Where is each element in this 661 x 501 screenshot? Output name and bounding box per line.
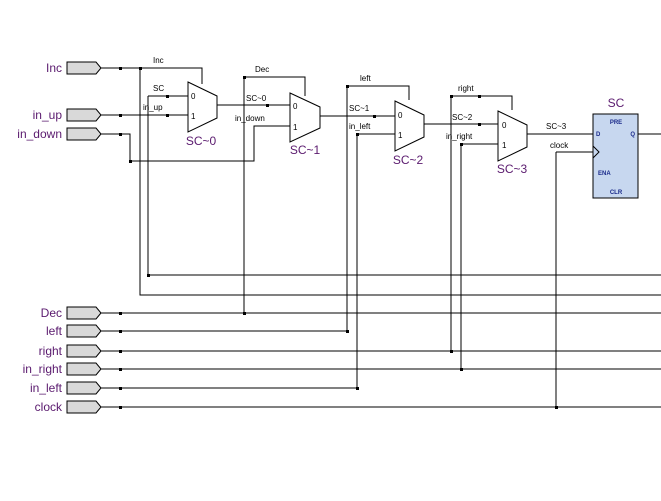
- mux-sc1-input-0: 0: [293, 102, 298, 111]
- mux-sc0-label: SC~0: [186, 134, 217, 148]
- mux-sc0-input-0: 0: [191, 92, 196, 101]
- net-label-sc2: SC~2: [452, 113, 473, 122]
- mux-sc0-input-1: 1: [191, 112, 196, 121]
- input-pin-clock[interactable]: clock: [35, 400, 102, 414]
- net-label-right: right: [458, 84, 474, 93]
- mux-sc2-input-1: 1: [398, 131, 403, 140]
- input-pin-dec[interactable]: Dec: [41, 306, 102, 320]
- register-port-pre: PRE: [610, 120, 622, 126]
- register-port-d: D: [596, 132, 601, 138]
- pin-label-in-right: in_right: [23, 362, 63, 376]
- input-pin-in-right[interactable]: in_right: [23, 362, 102, 376]
- pin-label-in-left: in_left: [30, 381, 63, 395]
- mux-sc1-input-1: 1: [293, 123, 298, 132]
- mux-sc2[interactable]: 0 1 SC~2: [393, 100, 425, 167]
- mux-sc0[interactable]: 0 1 SC~0: [186, 81, 218, 148]
- net-label-sc1: SC~1: [349, 104, 370, 113]
- pin-label-right: right: [39, 344, 63, 358]
- net-label-inc: Inc: [153, 56, 164, 65]
- mux-sc3-label: SC~3: [497, 162, 528, 176]
- input-pin-in-up[interactable]: in_up: [33, 108, 102, 122]
- net-label-clock: clock: [550, 141, 569, 150]
- net-labels: Inc SC in_up Dec SC~0 in_down left SC~1 …: [143, 56, 569, 150]
- net-label-dec: Dec: [255, 65, 269, 74]
- register-clock-triangle: [592, 145, 600, 159]
- net-label-in-left: in_left: [349, 122, 371, 131]
- pin-label-in-up: in_up: [33, 108, 63, 122]
- register-sc-label: SC: [608, 96, 625, 110]
- net-label-in-up: in_up: [143, 103, 163, 112]
- input-pin-in-left[interactable]: in_left: [30, 381, 102, 395]
- input-pin-right[interactable]: right: [39, 344, 102, 358]
- net-label-sc3: SC~3: [546, 122, 567, 131]
- mux-sc1-label: SC~1: [290, 143, 321, 157]
- junctions: [119, 67, 558, 409]
- net-label-left: left: [360, 74, 371, 83]
- register-sc[interactable]: SC PRE D Q ENA CLR: [592, 96, 639, 199]
- register-port-q: Q: [630, 132, 635, 138]
- net-label-in-right: in_right: [446, 132, 473, 141]
- pin-label-left: left: [46, 324, 63, 338]
- pin-label-dec: Dec: [41, 306, 62, 320]
- mux-sc3-input-1: 1: [502, 141, 507, 150]
- pin-label-inc: Inc: [46, 61, 62, 75]
- pin-label-clock: clock: [35, 400, 63, 414]
- wires: [101, 67, 661, 408]
- mux-sc2-label: SC~2: [393, 153, 424, 167]
- net-label-sc0: SC~0: [246, 94, 267, 103]
- input-pin-in-down[interactable]: in_down: [17, 127, 102, 141]
- mux-sc1[interactable]: 0 1 SC~1: [289, 92, 321, 157]
- register-port-ena: ENA: [598, 171, 611, 177]
- mux-sc3[interactable]: 0 1 SC~3: [497, 110, 528, 176]
- mux-sc2-input-0: 0: [398, 111, 403, 120]
- net-label-sc: SC: [153, 84, 164, 93]
- pin-label-in-down: in_down: [17, 127, 62, 141]
- input-pin-left[interactable]: left: [46, 324, 102, 338]
- mux-sc3-input-0: 0: [502, 121, 507, 130]
- register-port-clr: CLR: [610, 190, 623, 196]
- net-label-in-down: in_down: [235, 114, 265, 123]
- input-pin-inc[interactable]: Inc: [46, 61, 102, 75]
